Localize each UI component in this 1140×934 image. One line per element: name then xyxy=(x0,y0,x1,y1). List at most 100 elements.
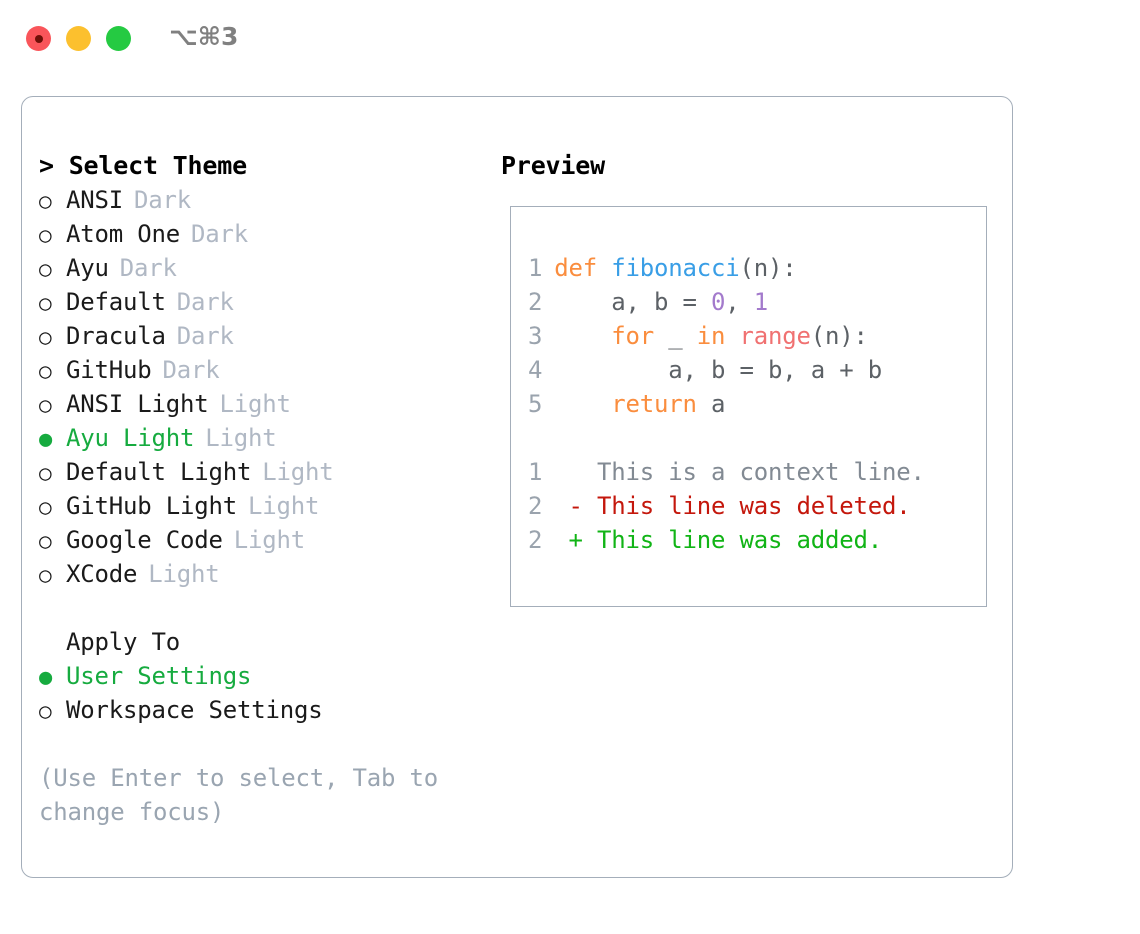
code-token xyxy=(725,322,739,350)
code-token: a, b = xyxy=(554,288,711,316)
theme-name: Google Code xyxy=(66,526,223,554)
theme-name: GitHub xyxy=(66,356,152,384)
traffic-lights xyxy=(26,26,131,51)
theme-variant-tag: Dark xyxy=(191,220,248,248)
apply-to-list: ● User Settings ○Workspace Settings xyxy=(39,659,479,727)
theme-list-item[interactable]: ○ Ayu Dark xyxy=(39,251,479,285)
code-token: for xyxy=(611,322,654,350)
radio-unselected-icon: ○ xyxy=(39,461,52,485)
code-token: _ xyxy=(654,322,697,350)
radio-unselected-icon: ○ xyxy=(39,393,52,417)
select-theme-heading: > Select Theme xyxy=(39,151,247,180)
apply-to-marker-spacer: ○ xyxy=(39,626,66,660)
diff-line-text: + This line was added. xyxy=(568,526,883,554)
theme-list-item[interactable]: ○ GitHub Light Light xyxy=(39,489,479,523)
diff-line-number: 1 xyxy=(528,458,543,486)
code-token: 0 xyxy=(711,288,726,316)
keyboard-hint: (Use Enter to select, Tab to change focu… xyxy=(39,764,438,826)
diff-line: 2 - This line was deleted. xyxy=(528,489,925,523)
diff-line-text: - This line was deleted. xyxy=(568,492,911,520)
code-token: def xyxy=(554,254,597,282)
theme-list-item[interactable]: ○ Google Code Light xyxy=(39,523,479,557)
radio-unselected-icon: ○ xyxy=(39,291,52,315)
theme-name: ANSI Light xyxy=(66,390,209,418)
code-line: 3 for _ in range(n): xyxy=(528,319,925,353)
diff-line-text: This is a context line. xyxy=(568,458,925,486)
theme-name: Ayu xyxy=(66,254,109,282)
code-token: , xyxy=(725,288,754,316)
close-window-icon[interactable] xyxy=(26,26,51,51)
theme-list-item[interactable]: ○ Dracula Dark xyxy=(39,319,479,353)
code-token: range xyxy=(739,322,811,350)
code-line: 2 a, b = 0, 1 xyxy=(528,285,925,319)
radio-unselected-icon: ○ xyxy=(39,563,52,587)
theme-name: Default xyxy=(66,288,166,316)
diff-line: 2 + This line was added. xyxy=(528,523,925,557)
code-token: fibonacci xyxy=(611,254,740,282)
code-token xyxy=(597,254,611,282)
code-line: 5 return a xyxy=(528,387,925,421)
theme-variant-tag: Dark xyxy=(119,254,177,282)
diff-line-number: 2 xyxy=(528,492,543,520)
theme-name: GitHub Light xyxy=(66,492,237,520)
theme-variant-tag: Dark xyxy=(176,322,234,350)
theme-variant-tag: Light xyxy=(233,526,305,554)
radio-unselected-icon: ○ xyxy=(39,495,52,519)
code-token xyxy=(554,322,611,350)
theme-variant-tag: Light xyxy=(219,390,291,418)
theme-variant-tag: Light xyxy=(248,492,320,520)
code-token: a xyxy=(696,390,726,418)
code-line-number: 5 xyxy=(528,390,543,418)
theme-variant-tag: Light xyxy=(205,424,277,452)
theme-name: XCode xyxy=(66,560,138,588)
code-token xyxy=(554,390,611,418)
code-blank-line xyxy=(528,421,925,455)
theme-variant-tag: Dark xyxy=(162,356,220,384)
radio-unselected-icon: ○ xyxy=(39,699,52,723)
radio-unselected-icon: ○ xyxy=(39,529,52,553)
keyboard-shortcut-label: ⌥⌘3 xyxy=(169,22,239,51)
apply-to-item[interactable]: ○Workspace Settings xyxy=(39,693,479,727)
code-token: in xyxy=(696,322,726,350)
diff-line: 1 This is a context line. xyxy=(528,455,925,489)
zoom-window-icon[interactable] xyxy=(106,26,131,51)
code-token: 1 xyxy=(753,288,768,316)
radio-selected-icon: ● xyxy=(39,665,53,690)
theme-variant-tag: Dark xyxy=(134,186,191,214)
theme-name: ANSI xyxy=(66,186,123,214)
radio-unselected-icon: ○ xyxy=(39,359,52,383)
code-line-number: 3 xyxy=(528,322,543,350)
theme-list-item[interactable]: ○ ANSI Light Light xyxy=(39,387,479,421)
apply-to-item[interactable]: ● User Settings xyxy=(39,659,479,693)
apply-to-heading: ○ Apply To xyxy=(39,625,479,659)
radio-unselected-icon: ○ xyxy=(39,257,52,281)
theme-list-item[interactable]: ○ Default Dark xyxy=(39,285,479,319)
theme-name: Atom One xyxy=(66,220,180,248)
code-line: 1 def fibonacci(n): xyxy=(528,251,925,285)
theme-name: Dracula xyxy=(66,322,166,350)
code-token: a, b = b, a + b xyxy=(554,356,882,384)
radio-unselected-icon: ○ xyxy=(39,223,52,247)
radio-unselected-icon: ○ xyxy=(39,325,52,349)
diff-line-number: 2 xyxy=(528,526,543,554)
theme-list-item[interactable]: ○ GitHub Dark xyxy=(39,353,479,387)
theme-list-item[interactable]: ○ Atom One Dark xyxy=(39,217,479,251)
apply-to-label: Apply To xyxy=(66,628,180,656)
theme-variant-tag: Light xyxy=(262,458,334,486)
code-token: (n): xyxy=(739,254,797,282)
code-line-number: 4 xyxy=(528,356,543,384)
title-bar: ⌥⌘3 xyxy=(0,0,1140,78)
minimize-window-icon[interactable] xyxy=(66,26,91,51)
code-line-number: 1 xyxy=(528,254,543,282)
theme-variant-tag: Dark xyxy=(176,288,234,316)
apply-to-option-label: User Settings xyxy=(66,662,252,690)
